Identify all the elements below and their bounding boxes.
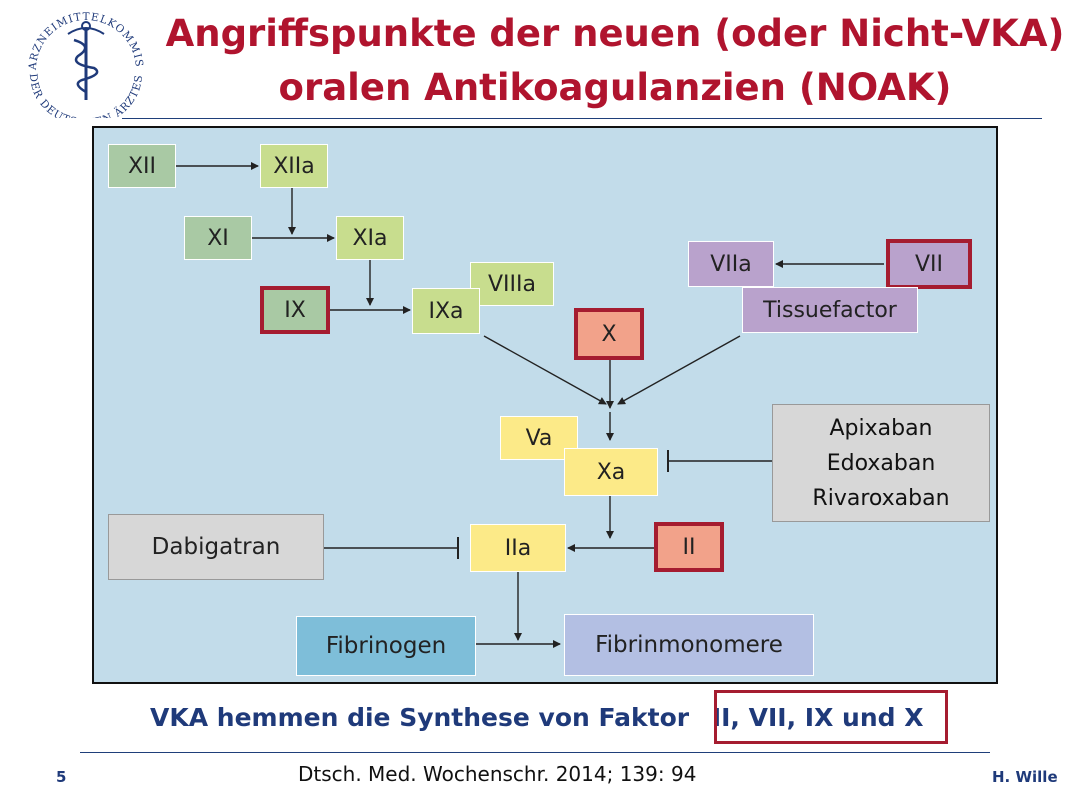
vka-note-text: VKA hemmen die Synthese von Faktor <box>150 703 690 732</box>
factor-iia-label: IIa <box>504 535 532 561</box>
drug-dabigatran: Dabigatran <box>151 534 281 560</box>
factor-ii-box: II <box>654 522 724 572</box>
page-title-line2: oralen Antikoagulanzien (NOAK) <box>278 66 952 109</box>
factor-iia-box: IIa <box>470 524 566 572</box>
factor-va-label: Va <box>525 425 553 451</box>
factor-xi-label: XI <box>207 225 229 251</box>
factor-ix-label: IX <box>284 297 306 323</box>
page-number: 5 <box>56 768 67 786</box>
citation: Dtsch. Med. Wochenschr. 2014; 139: 94 <box>298 762 697 786</box>
factor-viia-label: VIIa <box>710 251 752 277</box>
caduceus-seal-icon: ARZNEIMITTELKOMMISSION DER DEUTSCHEN ÄRZ… <box>9 0 144 129</box>
dabigatran-box: Dabigatran <box>108 514 324 580</box>
factor-xa-box: Xa <box>564 448 658 496</box>
factor-viiia-label: VIIIa <box>488 271 536 297</box>
factor-ixa-box: IXa <box>412 288 480 334</box>
drug-rivaroxaban: Rivaroxaban <box>812 485 950 511</box>
page-title-line1: Angriffspunkte der neuen (oder Nicht-VKA… <box>165 12 1065 55</box>
fibrinogen-label: Fibrinogen <box>325 633 447 659</box>
factor-ixa-label: IXa <box>428 298 464 324</box>
factor-va-box: Va <box>500 416 578 460</box>
factor-ii-label: II <box>682 534 696 560</box>
vka-highlight-frame <box>714 690 948 744</box>
factor-xia-box: XIa <box>336 216 404 260</box>
vka-factors-highlight: II, VII, IX und X <box>711 703 924 732</box>
fibrinmonomere-box: Fibrinmonomere <box>564 614 814 676</box>
title-divider <box>122 118 1042 119</box>
factor-xii-label: XII <box>127 153 157 179</box>
factor-ix-box: IX <box>260 286 330 334</box>
drug-apixaban: Apixaban <box>829 415 933 441</box>
factor-viiia-box: VIIIa <box>470 262 554 306</box>
factor-x-label: X <box>601 321 617 347</box>
factor-xia-label: XIa <box>352 225 388 251</box>
author: H. Wille <box>992 768 1058 786</box>
tissuefactor-box: Tissuefactor <box>742 287 918 333</box>
factor-x-box: X <box>574 308 644 360</box>
factor-xi-box: XI <box>184 216 252 260</box>
akdae-logo: ARZNEIMITTELKOMMISSION DER DEUTSCHEN ÄRZ… <box>9 0 154 129</box>
factor-xii-box: XII <box>108 144 176 188</box>
factor-xiia-label: XIIa <box>273 153 315 179</box>
fibrinogen-box: Fibrinogen <box>296 616 476 676</box>
fibrinmonomere-label: Fibrinmonomere <box>595 632 783 658</box>
xa-inhibitors-box: Apixaban Edoxaban Rivaroxaban <box>772 404 990 522</box>
factor-viia-box: VIIa <box>688 241 774 287</box>
tissuefactor-label: Tissuefactor <box>763 297 897 323</box>
factor-vii-box: VII <box>886 239 972 289</box>
footer-divider <box>80 752 990 753</box>
factor-xiia-box: XIIa <box>260 144 328 188</box>
vka-note: VKA hemmen die Synthese von Faktor II, V… <box>150 700 924 736</box>
factor-vii-label: VII <box>914 251 944 277</box>
drug-edoxaban: Edoxaban <box>826 450 936 476</box>
factor-xa-label: Xa <box>596 459 626 485</box>
